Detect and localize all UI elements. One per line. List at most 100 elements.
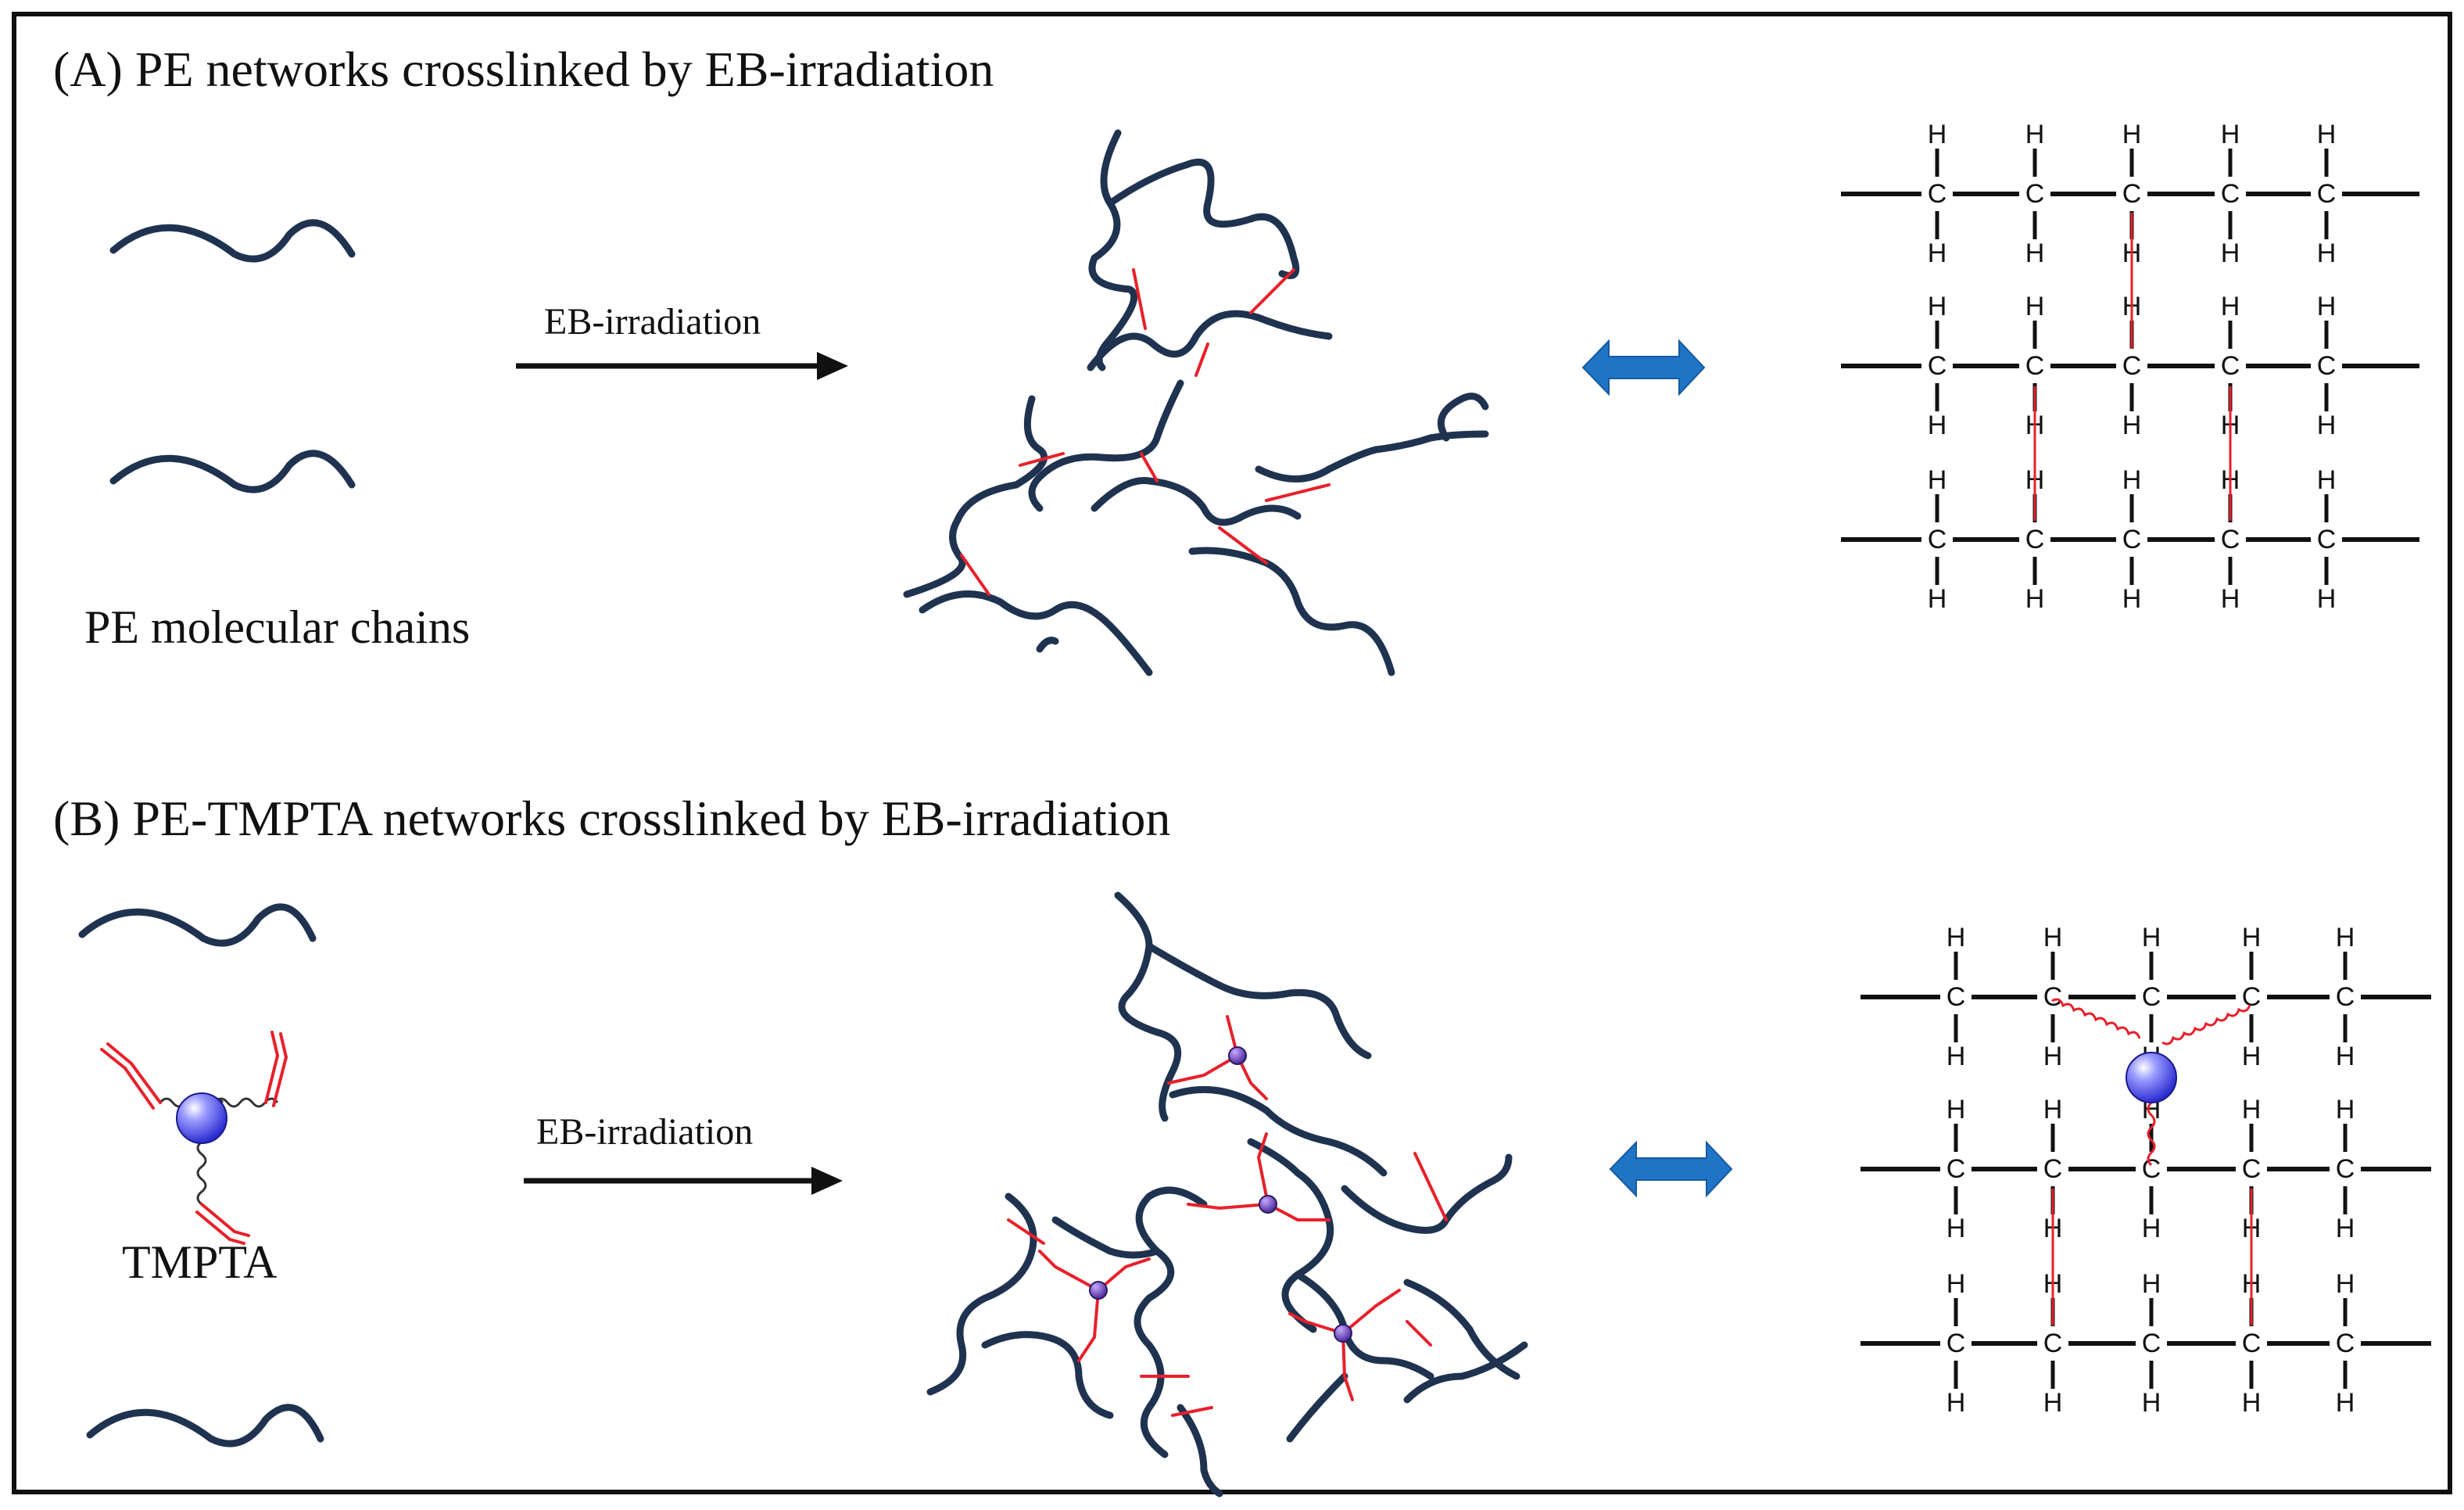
hydrogen-atom: H: [2025, 120, 2045, 149]
carbon-atom: C: [2142, 982, 2161, 1012]
carbon-atom: C: [2317, 351, 2337, 381]
pe-chain-label: PE molecular chains: [84, 601, 471, 653]
carbon-atom: C: [2221, 179, 2240, 209]
hydrogen-atom: H: [1946, 1388, 1966, 1418]
hydrogen-atom: H: [2122, 120, 2142, 149]
hydrogen-atom: H: [2242, 1095, 2262, 1124]
carbon-atom: C: [2317, 179, 2337, 209]
figure-frame: [12, 12, 2452, 1494]
carbon-atom: C: [1928, 525, 1947, 554]
tmpta-crosslink-nodes: [1089, 1046, 1352, 1343]
tmpta-node: [1228, 1046, 1247, 1065]
carbon-atom: C: [2142, 1329, 2161, 1358]
carbon-atom: C: [2122, 525, 2142, 554]
pe-chain: [109, 219, 356, 263]
hydrogen-atom: H: [2242, 1042, 2262, 1071]
carbon-atom: C: [1946, 982, 1966, 1012]
carbon-atom: C: [2122, 351, 2142, 381]
hydrogen-atom: H: [2142, 1269, 2161, 1299]
arrow-a-label: EB-irradiation: [544, 301, 761, 343]
pe-chain: [86, 1404, 324, 1447]
pe-network-a: [903, 129, 1489, 676]
pe-chain: [78, 903, 317, 947]
tmpta-node: [1259, 1195, 1277, 1214]
carbon-atom: C: [2043, 982, 2063, 1012]
hydrogen-atom: H: [2122, 411, 2142, 440]
hydrogen-atom: H: [2317, 292, 2337, 321]
chemical-structure-a: CHHCHHCHHCHHCHHCHHCHHCHHCHHCHHCHHCHHCHHC…: [1841, 120, 2419, 614]
double-arrow-b: [1609, 1140, 1733, 1198]
hydrogen-atom: H: [2122, 465, 2142, 495]
carbon-atom: C: [1928, 351, 1947, 381]
carbon-atom: C: [2242, 1329, 2262, 1358]
hydrogen-atom: H: [2025, 584, 2045, 614]
hydrogen-atom: H: [1928, 292, 1947, 321]
carbon-atom: C: [2122, 179, 2142, 209]
pe-chains-b: [78, 903, 324, 1447]
carbon-atom: C: [2336, 1154, 2355, 1184]
carbon-atom: C: [2221, 525, 2240, 554]
carbon-atom: C: [2242, 1154, 2262, 1184]
carbon-atom: C: [2317, 525, 2337, 554]
arrow-b-label: EB-irradiation: [536, 1111, 754, 1153]
hydrogen-atom: H: [1946, 1042, 1966, 1071]
carbon-atom: C: [1928, 179, 1947, 209]
carbon-atom: C: [2221, 351, 2240, 381]
hydrogen-atom: H: [1946, 1095, 1966, 1124]
hydrogen-atom: H: [2317, 411, 2337, 440]
carbon-atom: C: [2025, 525, 2045, 554]
hydrogen-atom: H: [2142, 1388, 2161, 1418]
hydrogen-atom: H: [2025, 239, 2045, 268]
panel-b: CHHCHHCHHCHHCHHCHHCHHCHHCHHCHHCHHCHHCHHC…: [78, 891, 2431, 1497]
hydrogen-atom: H: [2221, 239, 2240, 268]
panel-b-title: (B) PE-TMPTA networks crosslinked by EB-…: [53, 791, 1171, 846]
hydrogen-atom: H: [2242, 923, 2262, 952]
hydrogen-atom: H: [1946, 923, 1966, 952]
carbon-atom: C: [2025, 179, 2045, 209]
hydrogen-atom: H: [2043, 1388, 2063, 1418]
tmpta-node: [1089, 1281, 1108, 1300]
carbon-atom: C: [2336, 1329, 2355, 1358]
hydrogen-atom: H: [1928, 584, 1947, 614]
hydrogen-atom: H: [1946, 1214, 1966, 1243]
tmpta-node: [1334, 1324, 1352, 1343]
hydrogen-atom: H: [2142, 1214, 2161, 1243]
tmpta-core-sphere: [2126, 1052, 2177, 1103]
carbon-atom: C: [2043, 1154, 2063, 1184]
hydrogen-atom: H: [2043, 1042, 2063, 1071]
carbon-atom: C: [2142, 1154, 2161, 1184]
hydrogen-atom: H: [2336, 923, 2355, 952]
panel-a-title: (A) PE networks crosslinked by EB-irradi…: [53, 41, 994, 97]
hydrogen-atom: H: [1946, 1269, 1966, 1299]
tmpta-bridge: [2051, 998, 2251, 1167]
hydrogen-atom: H: [2336, 1095, 2355, 1124]
tmpta-label: TMPTA: [122, 1236, 278, 1288]
hydrogen-atom: H: [2221, 584, 2240, 614]
arrow-a: [516, 352, 848, 380]
pe-chains-a: [109, 219, 356, 493]
carbon-atom: C: [2336, 982, 2355, 1012]
chemical-structure-b: CHHCHHCHHCHHCHHCHHCHHCHHCHHCHHCHHCHHCHHC…: [1861, 923, 2431, 1418]
hydrogen-atom: H: [2122, 584, 2142, 614]
hydrogen-atom: H: [1928, 239, 1947, 268]
hydrogen-atom: H: [2317, 465, 2337, 495]
hydrogen-atom: H: [2025, 292, 2045, 321]
hydrogen-atom: H: [2242, 1388, 2262, 1418]
panel-a: CHHCHHCHHCHHCHHCHHCHHCHHCHHCHHCHHCHHCHHC…: [109, 120, 2419, 676]
hydrogen-atom: H: [2043, 1095, 2063, 1124]
hydrogen-atom: H: [1928, 465, 1947, 495]
double-arrow-a: [1581, 339, 1706, 396]
hydrogen-atom: H: [2336, 1214, 2355, 1243]
hydrogen-atom: H: [2043, 923, 2063, 952]
hydrogen-atom: H: [2317, 239, 2337, 268]
pe-chain: [109, 450, 356, 493]
hydrogen-atom: H: [1928, 120, 1947, 149]
hydrogen-atom: H: [2336, 1269, 2355, 1299]
carbon-atom: C: [1946, 1154, 1966, 1184]
hydrogen-atom: H: [2221, 120, 2240, 149]
hydrogen-atom: H: [1928, 411, 1947, 440]
arrow-b: [524, 1167, 843, 1195]
hydrogen-atom: H: [2336, 1388, 2355, 1418]
